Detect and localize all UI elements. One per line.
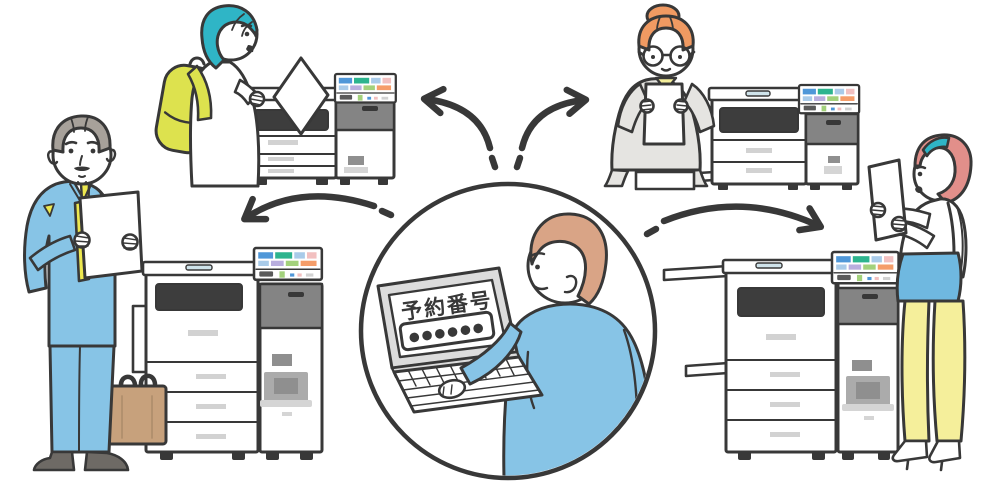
- printer-control-panel: [797, 83, 861, 115]
- scene-top-left: [154, 4, 397, 188]
- ear: [105, 148, 117, 163]
- sleeve: [459, 321, 523, 386]
- printer-glyph-icon: [852, 360, 872, 371]
- scene-top-right: [603, 3, 861, 191]
- smile: [531, 283, 549, 291]
- eye: [535, 264, 540, 270]
- gray-hair: [51, 114, 112, 154]
- teal-hair: [200, 4, 259, 70]
- printer-top-right: [682, 83, 861, 190]
- scene-bottom-left: [23, 114, 324, 472]
- smile: [660, 67, 672, 72]
- hand: [121, 233, 139, 251]
- typing-arm: [437, 321, 523, 400]
- eye: [651, 55, 655, 59]
- printer-control-panel: [252, 246, 324, 282]
- pocket-square: [43, 203, 55, 217]
- output-slot: [155, 283, 243, 311]
- pants-leg: [900, 299, 931, 443]
- bag-handle: [138, 373, 158, 388]
- paper-bag: [106, 384, 168, 446]
- forearm: [28, 234, 77, 272]
- backpack-strap: [186, 64, 213, 122]
- headband: [921, 136, 951, 158]
- shoe: [32, 450, 76, 472]
- printer-glyph-icon: [272, 354, 292, 366]
- printer-bottom-right: [662, 250, 900, 460]
- businessman: [23, 114, 144, 472]
- heel-shoe: [891, 439, 929, 463]
- smiling-mouth: [246, 45, 254, 53]
- eye: [917, 171, 923, 177]
- shoe: [83, 450, 130, 472]
- output-tray: [662, 264, 730, 282]
- curved-arrow-top-right-dash-icon: [513, 154, 524, 171]
- scene-bottom-right: [662, 133, 973, 472]
- ear: [47, 150, 59, 165]
- bag-handle: [118, 374, 138, 389]
- eye: [244, 31, 250, 37]
- ear: [563, 274, 578, 294]
- eye: [68, 148, 74, 154]
- document-sheet: [78, 190, 144, 280]
- heel-shoe: [928, 439, 962, 464]
- curved-arrow-right-dash-icon: [643, 225, 660, 238]
- curved-arrow-left-icon: [241, 193, 378, 223]
- student-with-backpack: [154, 4, 330, 188]
- hand: [73, 231, 91, 249]
- printed-sheet: [272, 56, 330, 136]
- laptop: 予約番号 ●●●●●●: [376, 266, 544, 414]
- curved-arrow-top-left-dash-icon: [488, 154, 499, 171]
- password-field[interactable]: [398, 310, 496, 352]
- mouth: [77, 175, 87, 186]
- smiling-mouth: [915, 186, 923, 194]
- output-slot: [737, 287, 825, 317]
- curved-arrow-top-left-icon: [420, 85, 494, 152]
- skirt: [634, 170, 696, 191]
- orange-hair: [637, 14, 695, 52]
- eye: [678, 55, 682, 59]
- mustache: [74, 166, 90, 171]
- printer-control-panel: [333, 72, 397, 104]
- bag-strap: [946, 201, 956, 256]
- tan-hair: [529, 212, 608, 306]
- tote-bag: [895, 251, 963, 303]
- curved-arrow-left-dash-icon: [378, 207, 395, 219]
- connection-arrows: [241, 85, 825, 238]
- shopping-bag: [106, 373, 168, 446]
- trousers: [48, 344, 116, 454]
- pants-leg: [931, 299, 967, 443]
- output-slot: [719, 107, 799, 133]
- curved-arrow-right-icon: [660, 203, 825, 234]
- curved-arrow-top-right-icon: [518, 86, 590, 152]
- woman-with-tote: [867, 133, 973, 472]
- eye: [90, 148, 96, 154]
- printer-bottom-left: [131, 246, 324, 460]
- printed-sheet: [642, 82, 686, 146]
- woman-with-glasses: [603, 3, 716, 191]
- backpack-handle: [188, 56, 206, 66]
- printer-control-panel: [830, 250, 900, 285]
- scene-center: 予約番号 ●●●●●●: [358, 181, 658, 481]
- center-circle-outline: [358, 181, 658, 481]
- output-tray: [684, 361, 730, 378]
